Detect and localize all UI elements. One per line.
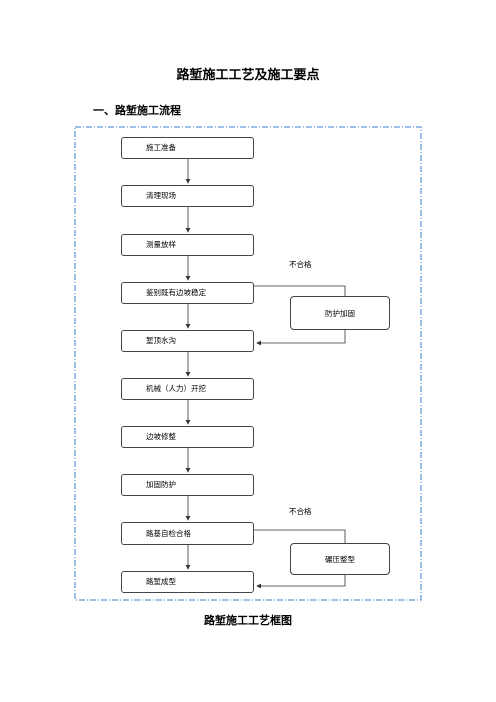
step-site-clearing: 清理现场: [121, 185, 254, 207]
step-excavation: 机械（人力）开挖: [121, 378, 254, 400]
reject-label-2: 不合格: [289, 507, 312, 516]
reject-loop-2-back: [256, 575, 346, 589]
step-slope-trimming: 边坡修整: [121, 426, 254, 448]
reject-label-1: 不合格: [289, 260, 312, 269]
section-heading: 一、路堑施工流程: [93, 104, 181, 117]
reject-loop-1-back: [256, 330, 346, 346]
step-self-inspection: 路基自检合格: [121, 522, 254, 545]
reject-loop-1-out: [254, 285, 346, 296]
step-reinforcement: 加固防护: [121, 474, 254, 496]
step-survey-layout: 测量放样: [121, 234, 254, 256]
document-title: 路堑施工工艺及施工要点: [176, 68, 320, 83]
side-box-compaction-shaping: 碾压整型: [290, 543, 390, 575]
step-construction-prep: 施工准备: [121, 137, 254, 159]
side-box-protection-reinforcement: 防护加固: [290, 296, 390, 330]
figure-caption: 路堑施工工艺框图: [204, 614, 292, 627]
step-slope-stability-check: 鉴别既有边坡稳定: [121, 282, 254, 304]
reject-loop-2-out: [254, 529, 346, 543]
step-top-ditch: 堑顶水沟: [121, 330, 254, 352]
step-cutting-formed: 路堑成型: [121, 571, 254, 593]
flowchart-frame: [74, 126, 422, 601]
